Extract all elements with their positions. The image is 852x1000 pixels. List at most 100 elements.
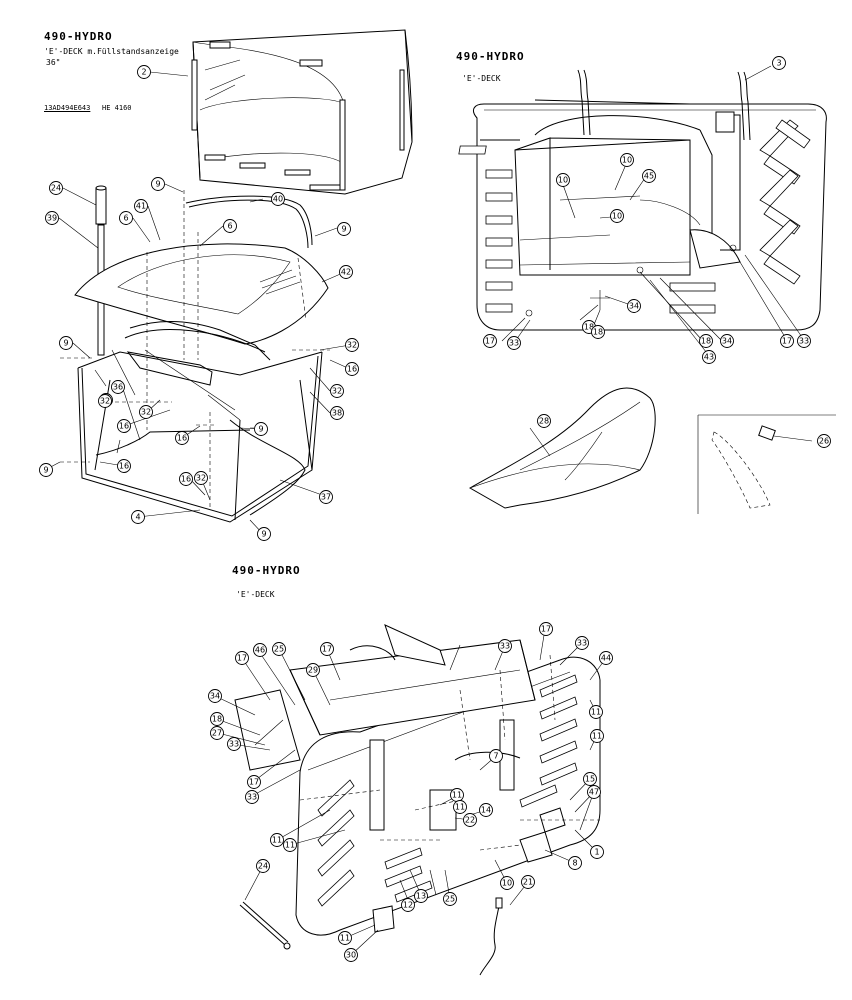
callout-circle [507, 336, 521, 350]
a-callout-36: 36 [111, 380, 125, 394]
callout-circle [589, 705, 603, 719]
a-callout-32: 32 [139, 405, 153, 419]
callout-circle [271, 192, 285, 206]
callout-number: 10 [622, 156, 632, 165]
diagram-b-title: 490-HYDRO [456, 50, 525, 63]
callout-circle [537, 414, 551, 428]
callout-circle [521, 875, 535, 889]
b-callout-10: 10 [620, 153, 634, 167]
callout-number: 43 [704, 353, 714, 362]
callout-number: 11 [272, 836, 282, 845]
c-callout-15: 15 [583, 772, 597, 786]
callout-circle [591, 325, 605, 339]
b-callout-33: 33 [507, 336, 521, 350]
callout-circle [797, 334, 811, 348]
callout-number: 18 [584, 323, 594, 332]
callout-number: 36 [113, 383, 123, 392]
a-callout-6: 6 [119, 211, 133, 225]
c-callout-18: 18 [210, 712, 224, 726]
callout-number: 17 [485, 337, 495, 346]
a-callout-41: 41 [134, 199, 148, 213]
b-callout-34: 34 [720, 334, 734, 348]
c-callout-44: 44 [599, 651, 613, 665]
grass-bag [191, 29, 413, 195]
callout-circle [117, 419, 131, 433]
c-callout-22: 22 [463, 813, 477, 827]
callout-circle [270, 833, 284, 847]
c-callout-33: 33 [227, 737, 241, 751]
callout-number: 37 [321, 493, 331, 502]
b-callout-17: 17 [780, 334, 794, 348]
callout-circle [539, 622, 553, 636]
callout-circle [254, 422, 268, 436]
callout-circle [599, 651, 613, 665]
callout-number: 33 [577, 639, 587, 648]
callouts-diagram-a: 2243996416409429321636321632381691632916… [39, 65, 359, 541]
a-callout-9: 9 [39, 463, 53, 477]
a-callout-32: 32 [330, 384, 344, 398]
callout-number: 11 [455, 803, 465, 812]
callout-number: 7 [493, 752, 498, 761]
a-callout-16: 16 [175, 431, 189, 445]
b-callout-18: 18 [591, 325, 605, 339]
callout-circle [590, 845, 604, 859]
a-callout-42: 42 [339, 265, 353, 279]
callout-number: 40 [273, 195, 283, 204]
c-callout-27: 27 [210, 726, 224, 740]
callout-number: 25 [445, 895, 455, 904]
callout-circle [119, 211, 133, 225]
c-callout-24: 24 [256, 859, 270, 873]
callout-number: 17 [322, 645, 332, 654]
c-callout-25: 25 [443, 892, 457, 906]
callout-circle [210, 726, 224, 740]
callout-circle [330, 406, 344, 420]
b-callout-26: 26 [817, 434, 831, 448]
callout-number: 15 [585, 775, 595, 784]
callout-number: 38 [332, 409, 342, 418]
c-callout-10: 10 [500, 876, 514, 890]
callout-circle [453, 800, 467, 814]
callout-number: 27 [212, 729, 222, 738]
callout-number: 39 [47, 214, 57, 223]
callout-circle [337, 222, 351, 236]
callout-circle [627, 299, 641, 313]
callout-circle [610, 209, 624, 223]
callout-number: 11 [591, 708, 601, 717]
b-callout-43: 43 [702, 350, 716, 364]
callout-circle [414, 889, 428, 903]
c-callout-25: 25 [272, 642, 286, 656]
a-callout-16: 16 [117, 419, 131, 433]
c-callout-33: 33 [498, 639, 512, 653]
a-callout-32: 32 [194, 471, 208, 485]
callout-number: 24 [51, 184, 61, 193]
callout-number: 16 [177, 434, 187, 443]
diagram-a-ref: HE 4160 [102, 104, 132, 112]
callout-number: 47 [589, 788, 599, 797]
callout-circle [245, 790, 259, 804]
callout-circle [620, 153, 634, 167]
callout-circle [699, 334, 713, 348]
c-callout-33: 33 [575, 636, 589, 650]
callout-circle [137, 65, 151, 79]
callout-circle [45, 211, 59, 225]
callout-number: 9 [341, 225, 346, 234]
callout-circle [498, 639, 512, 653]
callout-number: 33 [229, 740, 239, 749]
callout-number: 24 [258, 862, 268, 871]
callout-circle [208, 689, 222, 703]
a-callout-40: 40 [271, 192, 285, 206]
a-callout-38: 38 [330, 406, 344, 420]
callout-number: 32 [100, 397, 110, 406]
callout-number: 33 [509, 339, 519, 348]
callout-circle [575, 636, 589, 650]
inset-box [697, 414, 836, 514]
deflector-shield [468, 387, 656, 509]
callout-number: 30 [346, 951, 356, 960]
deck-chevrons [759, 119, 811, 285]
callout-number: 33 [247, 793, 257, 802]
a-callout-2: 2 [137, 65, 151, 79]
b-callout-34: 34 [627, 299, 641, 313]
b-callout-45: 45 [642, 169, 656, 183]
callout-number: 10 [558, 176, 568, 185]
